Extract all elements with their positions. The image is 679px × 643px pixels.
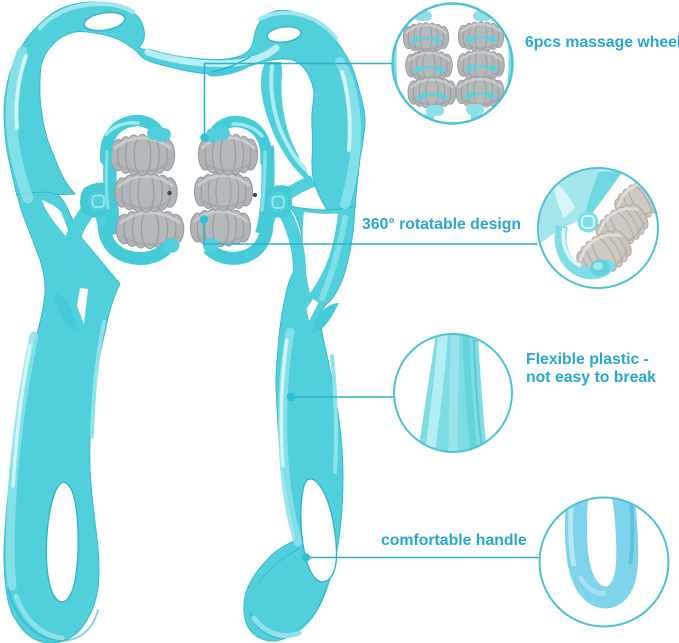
svg-text:not easy to break: not easy to break bbox=[526, 369, 656, 386]
svg-text:6pcs massage wheel: 6pcs massage wheel bbox=[525, 34, 679, 51]
svg-text:Flexible plastic -: Flexible plastic - bbox=[526, 351, 649, 368]
svg-text:comfortable handle: comfortable handle bbox=[381, 532, 527, 549]
svg-text:360° rotatable design: 360° rotatable design bbox=[362, 216, 521, 233]
